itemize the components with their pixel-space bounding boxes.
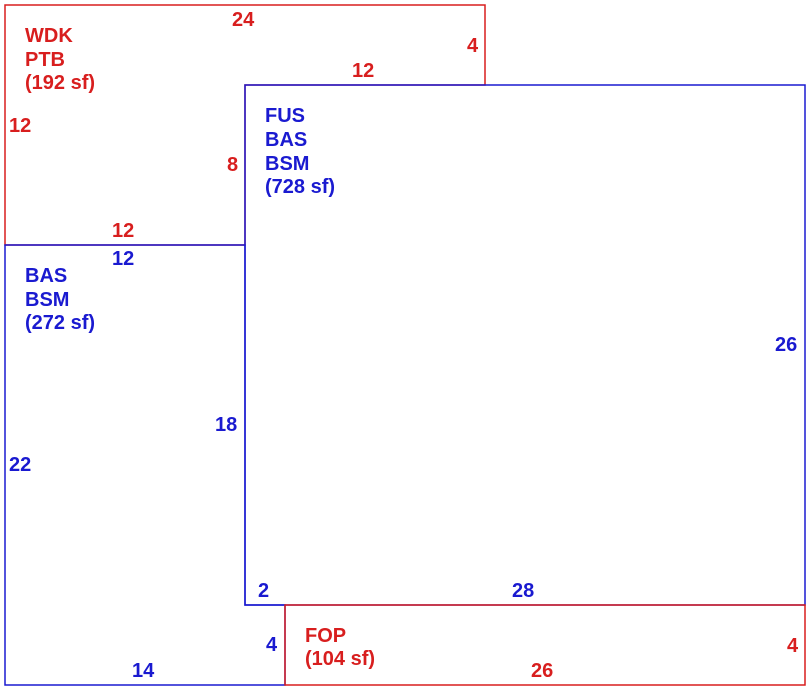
dim-bas-top: 12: [112, 248, 134, 270]
dim-fop-bottom: 26: [531, 660, 553, 682]
dim-wdk-bottom: 12: [112, 220, 134, 242]
dim-wdk-top: 24: [232, 9, 255, 31]
dim-wdk-right: 4: [467, 35, 479, 57]
fus-area: (728 sf): [265, 176, 335, 198]
dim-fus-bottom: 28: [512, 580, 534, 602]
fop-area: (104 sf): [305, 648, 375, 670]
fus-label-2: BAS: [265, 129, 307, 151]
fus-label: FUS: [265, 105, 305, 127]
fus-label-3: BSM: [265, 153, 309, 175]
fop-outline: [284, 604, 806, 686]
dim-fop-left: 4: [266, 634, 278, 656]
bas-label-2: BSM: [25, 289, 69, 311]
bas-area: (272 sf): [25, 312, 95, 334]
fus-outline: [244, 84, 806, 606]
bas-outline: [4, 244, 286, 686]
wdk-area: (192 sf): [25, 72, 95, 94]
dim-wdk-left: 12: [9, 115, 31, 137]
dim-bas-left: 22: [9, 454, 31, 476]
dim-wdk-top-step: 12: [352, 60, 374, 82]
dim-fus-notch: 2: [258, 580, 269, 602]
dim-fop-right: 4: [787, 635, 799, 657]
bas-label: BAS: [25, 265, 67, 287]
dim-bas-inner: 18: [215, 414, 237, 436]
wdk-label: WDK: [25, 25, 73, 47]
fop-label: FOP: [305, 625, 346, 647]
wdk-label-2: PTB: [25, 49, 65, 71]
dim-fus-right: 26: [775, 334, 797, 356]
dim-wdk-inner: 8: [227, 154, 238, 176]
dim-bas-bottom: 14: [132, 660, 155, 682]
